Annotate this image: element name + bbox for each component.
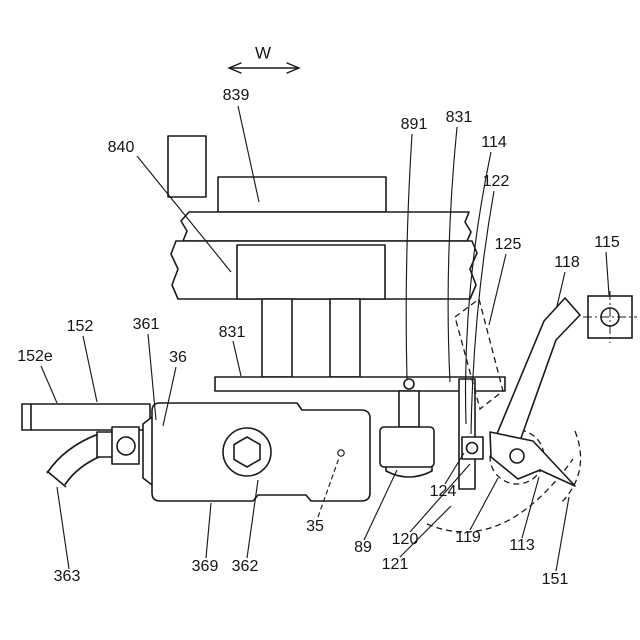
ref-label-36: 36 [169,349,187,366]
ref-label-361: 361 [132,316,160,333]
ref-label-118: 118 [554,254,580,271]
ref-label-152e: 152e [17,348,53,365]
swing-arm [493,297,581,453]
bracket-plate [458,378,476,490]
target-dot-35 [337,449,345,457]
cutter-blade [489,431,576,487]
ref-label-125: 125 [494,236,522,253]
ref-label-362: 362 [231,558,259,575]
ref-label-115: 115 [594,234,620,251]
supply-pipe [21,403,151,431]
union-ball [116,436,136,456]
ref-label-152: 152 [66,318,94,335]
ref-label-120: 120 [391,531,419,548]
ref-label-831-top: 831 [445,109,473,126]
ref-label-839: 839 [222,87,250,104]
support-leg-right [329,298,361,378]
ref-label-363: 363 [53,568,81,585]
ref-label-35: 35 [306,518,324,535]
actuator-stem [398,390,420,428]
ref-label-114: 114 [481,134,507,151]
ref-label-113: 113 [509,537,535,554]
ref-label-831-mid: 831 [218,324,246,341]
hose-connector [96,431,114,458]
center-block [236,244,386,300]
bracket-bolt [465,441,479,455]
hose [46,433,107,488]
actuator-block [379,426,435,468]
ref-label-891: 891 [400,116,428,133]
ref-label-119: 119 [455,529,481,546]
bolt-891 [403,378,415,390]
ref-label-151: 151 [541,571,569,588]
upper-plate [217,176,387,213]
swing-arc-2 [560,430,582,504]
direction-arrow-icon [227,62,301,74]
phantom-arm [454,297,504,411]
ref-label-89: 89 [354,539,372,556]
reference-centerlines [583,291,637,343]
hex-socket [233,436,261,468]
leader-35-dashed [317,457,340,518]
rail-bar [214,376,506,392]
ref-label-124: 124 [429,483,457,500]
ref-label-121: 121 [381,556,409,573]
ref-label-122: 122 [482,173,510,190]
pivot-circle [509,448,525,464]
break-band-upper [180,211,472,242]
leader-lines [40,105,610,572]
ref-label-369: 369 [191,558,219,575]
ref-label-840: 840 [107,139,135,156]
direction-label-w: W [254,43,272,63]
actuator-cap [385,466,433,478]
support-leg-left [261,298,293,378]
top-rect-840 [167,135,207,198]
